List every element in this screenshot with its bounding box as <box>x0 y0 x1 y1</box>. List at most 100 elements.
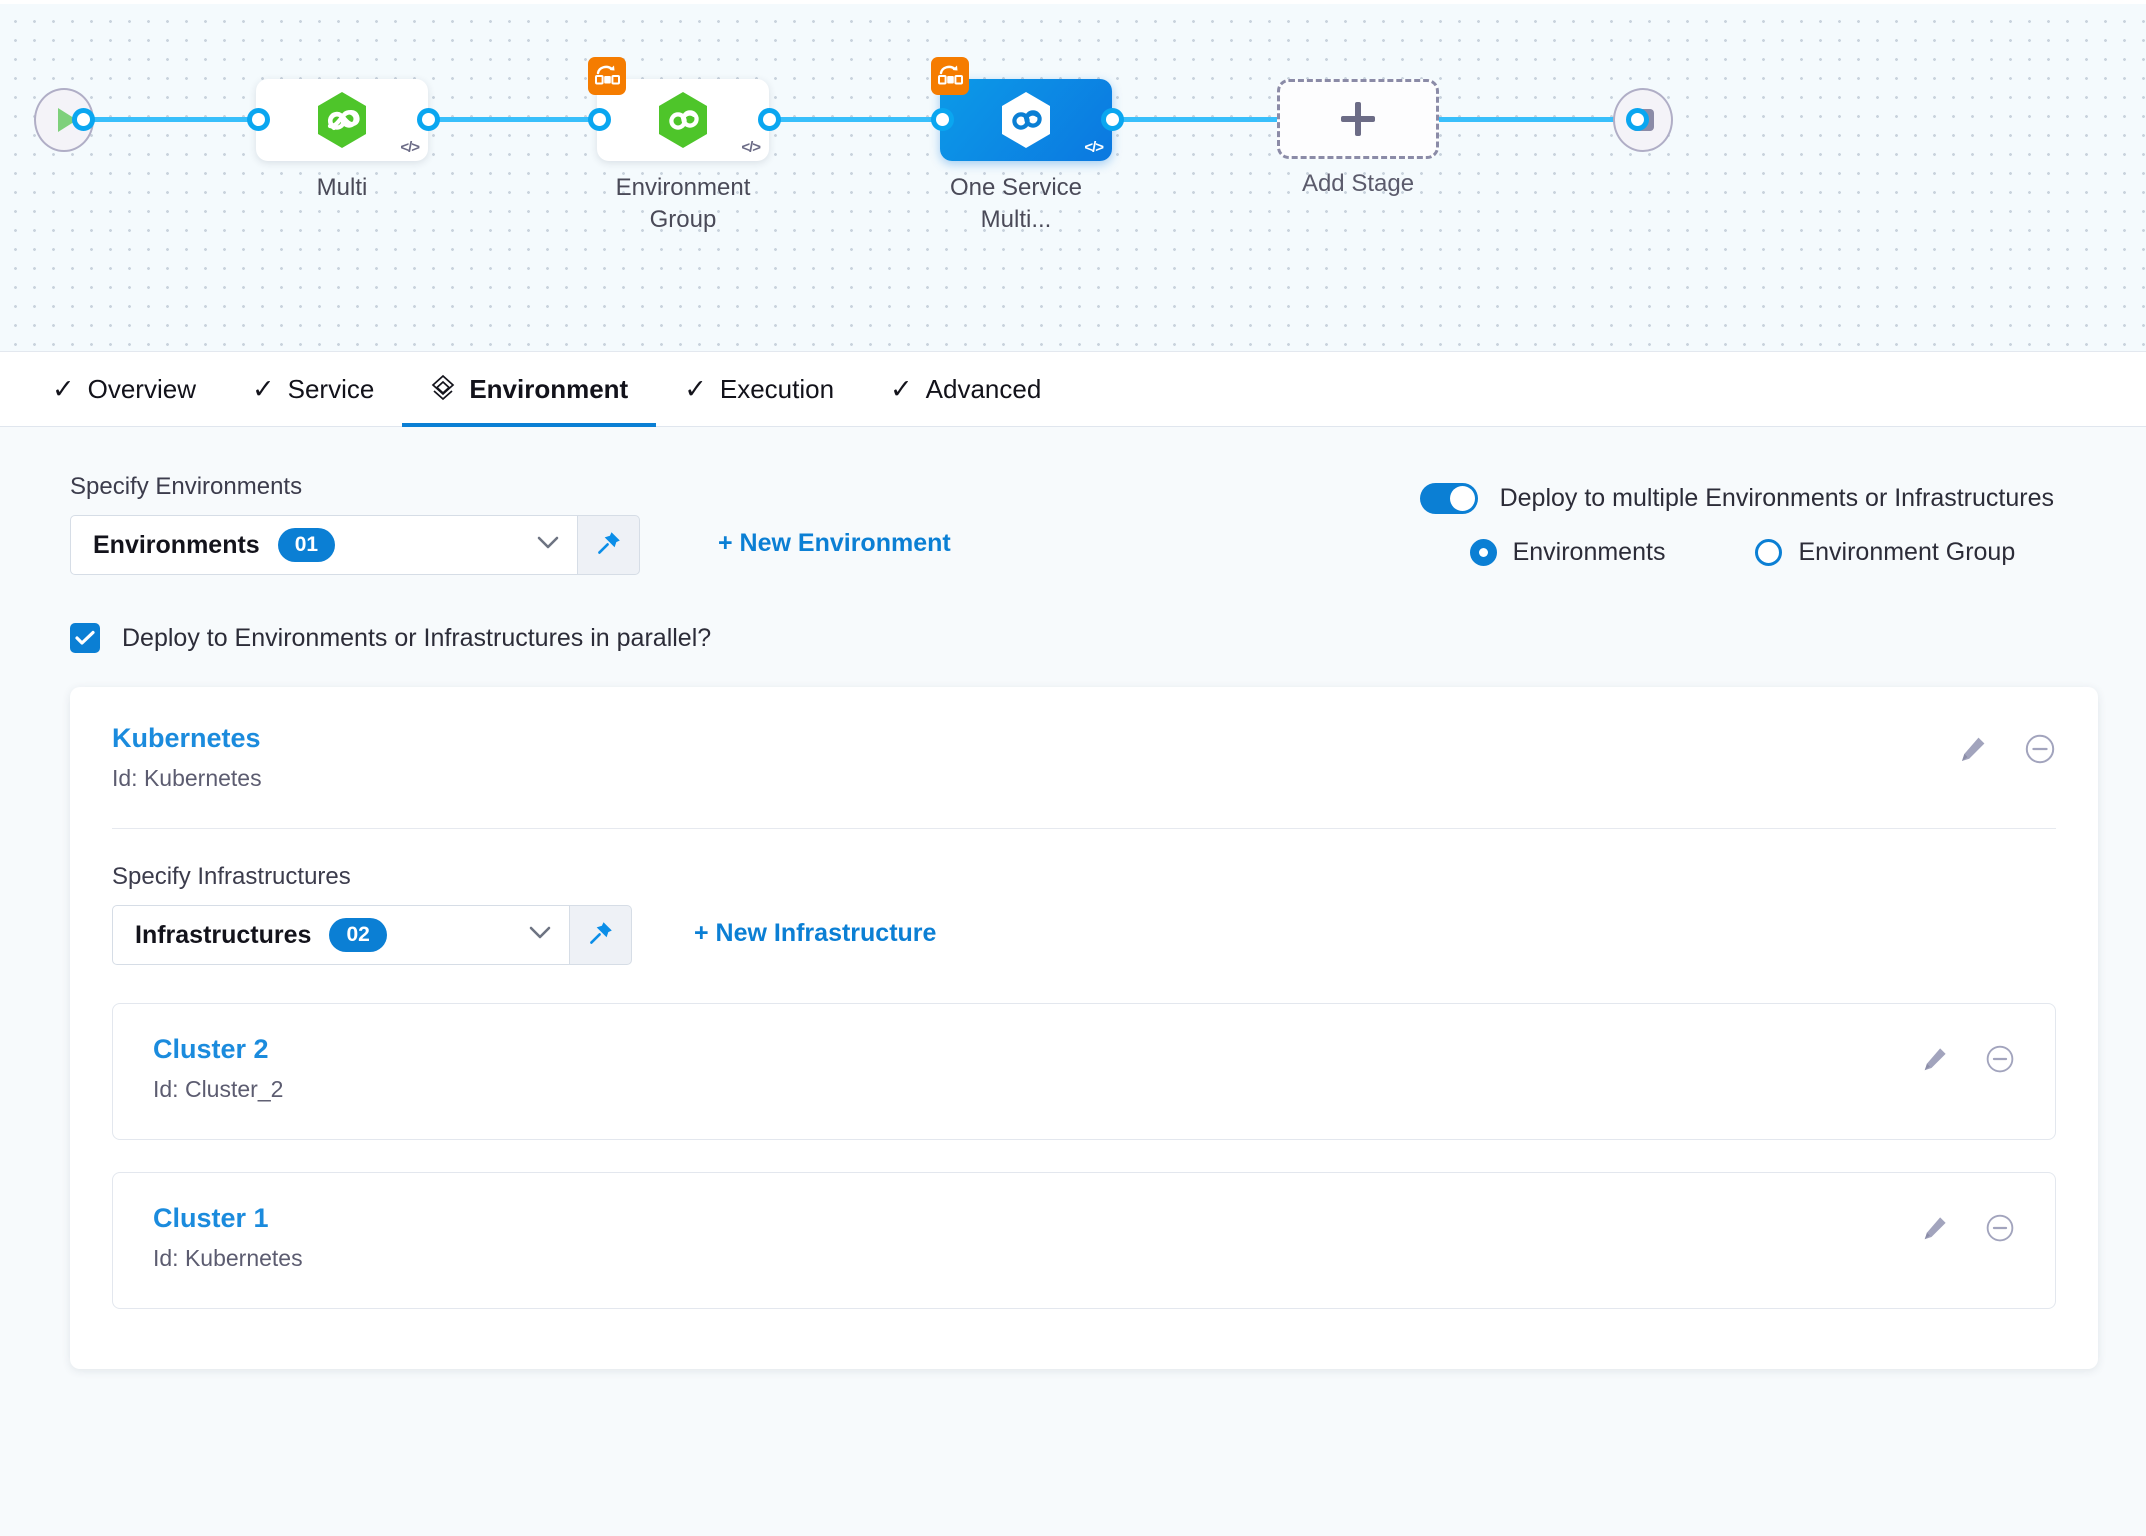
radio-environment-group[interactable]: Environment Group <box>1755 538 2015 567</box>
connector-dot[interactable] <box>72 108 95 131</box>
radio-environment-group-label: Environment Group <box>1798 538 2016 566</box>
pipeline-nodes: </> Multi <box>0 4 2146 351</box>
parallel-deploy-label: Deploy to Environments or Infrastructure… <box>122 623 712 652</box>
code-icon: </> <box>400 139 420 156</box>
tab-label: Environment <box>469 373 629 404</box>
tab-overview[interactable]: ✓ Overview <box>24 352 224 427</box>
deploy-multiple-toggle-row: Deploy to multiple Environments or Infra… <box>1419 483 2054 514</box>
tab-label: Advanced <box>925 373 1042 404</box>
connector-dot[interactable] <box>247 108 270 131</box>
radio-unselected-icon <box>1755 539 1783 566</box>
pipeline-canvas[interactable]: </> Multi <box>0 0 2146 352</box>
deploy-scope-radio-group: Environments Environment Group <box>1469 538 2015 567</box>
environment-panel: Specify Environments Environments 01 <box>0 427 2146 1535</box>
check-icon: ✓ <box>52 373 75 404</box>
pipeline-stage-label: Environment Group <box>615 174 751 233</box>
connector-dot[interactable] <box>1101 108 1124 131</box>
remove-infrastructure-button[interactable] <box>1985 1044 2015 1079</box>
deploy-multiple-toggle[interactable] <box>1419 483 1478 514</box>
connector-dot[interactable] <box>588 108 611 131</box>
play-icon <box>57 108 77 132</box>
infrastructure-card-cluster-1: Cluster 1 Id: Kubernetes <box>112 1172 2056 1309</box>
tab-environment[interactable]: Environment <box>402 352 657 428</box>
pipeline-connector <box>1400 117 1635 122</box>
pipeline-stage-one-service-multi[interactable]: </> <box>931 57 1112 161</box>
new-infrastructure-link[interactable]: + New Infrastructure <box>694 919 937 947</box>
environments-select-value: Environments <box>93 530 260 559</box>
edit-environment-button[interactable] <box>1958 734 1988 769</box>
code-icon: </> <box>741 139 761 156</box>
infrastructures-count-badge: 02 <box>329 918 387 952</box>
radio-environments[interactable]: Environments <box>1469 538 1666 567</box>
tab-label: Service <box>287 373 375 404</box>
infrastructure-card-actions <box>1921 1034 2015 1079</box>
tab-execution[interactable]: ✓ Execution <box>656 352 862 427</box>
infrastructure-name[interactable]: Cluster 1 <box>153 1203 269 1233</box>
multi-deploy-badge-icon <box>931 57 969 95</box>
pipeline-connector <box>1110 117 1315 122</box>
parallel-deploy-checkbox[interactable] <box>70 623 100 653</box>
infrastructures-select-wrap: Infrastructures 02 <box>112 905 632 965</box>
pipeline-stage-label: Multi <box>316 174 368 201</box>
infrastructures-select-value: Infrastructures <box>135 920 312 949</box>
tab-label: Overview <box>87 373 196 404</box>
infrastructure-id: Id: Cluster_2 <box>153 1076 284 1102</box>
connector-dot[interactable] <box>931 108 954 131</box>
environments-select-wrap: Environments 01 <box>70 515 640 575</box>
pipeline-stage-multi[interactable]: </> <box>256 79 428 161</box>
connector-dot[interactable] <box>758 108 781 131</box>
radio-environments-label: Environments <box>1512 538 1666 566</box>
environment-identity: Kubernetes Id: Kubernetes <box>112 723 262 792</box>
pin-icon <box>587 919 615 952</box>
remove-environment-button[interactable] <box>2024 733 2056 770</box>
environments-row: Specify Environments Environments 01 <box>0 473 2146 575</box>
infrastructure-card-actions <box>1921 1203 2015 1248</box>
infrastructures-select[interactable]: Infrastructures 02 <box>112 905 570 965</box>
pipeline-connector <box>425 117 615 122</box>
connector-dot[interactable] <box>1626 108 1649 131</box>
card-divider <box>112 828 2056 829</box>
environment-name[interactable]: Kubernetes <box>112 723 261 753</box>
deploy-multiple-toggle-label: Deploy to multiple Environments or Infra… <box>1499 484 2054 512</box>
environment-card-header: Kubernetes Id: Kubernetes <box>112 723 2056 792</box>
check-icon: ✓ <box>251 373 275 404</box>
infrastructures-pin-button[interactable] <box>570 905 632 965</box>
environment-id: Id: Kubernetes <box>112 765 262 791</box>
chevron-down-icon <box>537 536 559 554</box>
add-stage-button[interactable] <box>1277 79 1439 159</box>
edit-infrastructure-button[interactable] <box>1921 1214 1949 1247</box>
pin-icon <box>595 529 623 562</box>
environment-card-actions <box>1958 723 2056 770</box>
environment-card-kubernetes: Kubernetes Id: Kubernetes <box>70 687 2098 1369</box>
infrastructure-card-cluster-2: Cluster 2 Id: Cluster_2 <box>112 1003 2056 1140</box>
check-icon: ✓ <box>890 373 913 404</box>
multi-deploy-badge-icon <box>588 57 626 95</box>
add-stage-label: Add Stage <box>1301 170 1415 197</box>
pipeline-connector <box>80 117 280 122</box>
toggle-knob <box>1449 486 1475 511</box>
new-environment-link[interactable]: + New Environment <box>718 529 951 557</box>
parallel-deploy-row[interactable]: Deploy to Environments or Infrastructure… <box>0 623 2146 653</box>
infrastructure-name[interactable]: Cluster 2 <box>153 1034 269 1064</box>
deployment-hex-icon <box>315 90 369 150</box>
chevron-down-icon <box>529 926 551 944</box>
layers-icon <box>430 374 456 404</box>
infrastructure-identity: Cluster 1 Id: Kubernetes <box>153 1203 303 1272</box>
stage-config-tabs: ✓ Overview ✓ Service Environment ✓ Execu… <box>0 352 2146 428</box>
remove-infrastructure-button[interactable] <box>1985 1213 2015 1248</box>
deployment-hex-icon <box>999 90 1053 150</box>
tab-advanced[interactable]: ✓ Advanced <box>862 352 1069 427</box>
check-icon: ✓ <box>684 373 707 404</box>
plus-icon <box>1341 102 1375 136</box>
infrastructure-identity: Cluster 2 Id: Cluster_2 <box>153 1034 283 1103</box>
specify-environments-group: Specify Environments Environments 01 <box>70 473 951 575</box>
environments-pin-button[interactable] <box>578 515 640 575</box>
pipeline-stage-environment-group[interactable]: </> <box>588 57 769 161</box>
environments-select[interactable]: Environments 01 <box>70 515 578 575</box>
specify-infrastructures-label: Specify Infrastructures <box>112 863 351 890</box>
connector-dot[interactable] <box>417 108 440 131</box>
deploy-options-group: Deploy to multiple Environments or Infra… <box>1419 473 2054 567</box>
edit-infrastructure-button[interactable] <box>1921 1045 1949 1078</box>
tab-service[interactable]: ✓ Service <box>224 352 402 427</box>
pipeline-stage-label: One Service Multi... <box>949 174 1083 233</box>
